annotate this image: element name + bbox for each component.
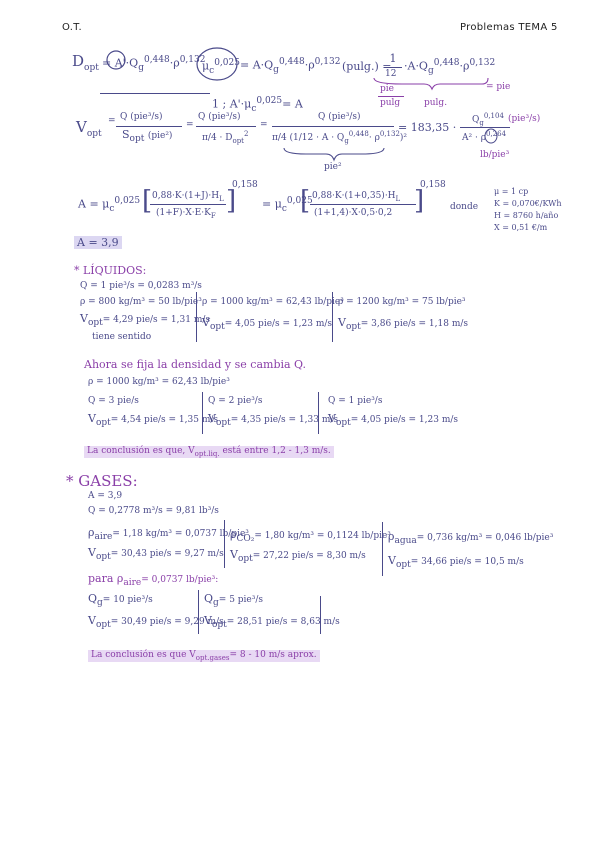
- vopt-brace-label: pie²: [324, 162, 342, 172]
- liq-col2-rho: ρ = 1000 kg/m³ = 62,43 lb/pie³: [202, 297, 344, 307]
- unit-pie: pie: [380, 84, 394, 94]
- liq-col1-v: Vopt= 4,29 pie/s = 1,31 m/s: [80, 312, 211, 329]
- a-vars: μ = 1 cp K = 0,070€/KWh H = 8760 h/año X…: [494, 186, 562, 234]
- dopt-eq-a: = A·Qg0,448·ρ0,132: [240, 57, 341, 75]
- vopt-eq2: =: [186, 120, 194, 130]
- dopt-frac-den: 12: [385, 69, 397, 79]
- liq-v3: Vopt= 4,05 pie/s = 1,23 m/s: [328, 412, 459, 429]
- bracket-open-2: [: [300, 186, 311, 216]
- a-br2-num: 0,88·K·(1+0,35)·HL: [312, 191, 401, 203]
- liquidos-title: * LÍQUIDOS:: [74, 264, 147, 277]
- gas-vg1: Vopt= 30,49 pie/s = 9,29 m/s: [88, 614, 224, 631]
- dopt-body: = A'·Qg0,448·ρ0,132: [102, 55, 206, 73]
- liquidos-q: Q = 1 pie³/s = 0,0283 m³/s: [80, 281, 202, 291]
- a-eq: = μc0,025: [262, 196, 313, 214]
- vopt-result: = 183,35 ·: [398, 121, 457, 134]
- bracket-close-1: ]: [226, 186, 237, 216]
- unit-pulg2: pulg.: [424, 98, 448, 108]
- liq-v2: Vopt= 4,35 pie/s = 1,33 m/s: [208, 412, 339, 429]
- gas-qg2: Qg= 5 pie³/s: [204, 592, 264, 609]
- dopt-subnote: 1 ; A'·μc0,025= A: [212, 96, 303, 114]
- a-value: A = 3,9: [74, 236, 122, 249]
- brace-pie2: [283, 147, 385, 162]
- dopt-frac-num: 1: [389, 52, 397, 65]
- vopt-f2-den: π/4 · Dopt2: [202, 130, 249, 145]
- liq-conclusion: La conclusión es que, Vopt.liq. está ent…: [84, 446, 334, 458]
- unit-pulg: pulg: [380, 98, 401, 108]
- gas-co2-v: Vopt= 27,22 pie/s = 8,30 m/s: [230, 548, 366, 565]
- vopt-rho-unit: lb/pie³: [480, 150, 510, 160]
- a-br1-exp: 0,158: [232, 180, 258, 190]
- liq-q1: Q = 3 pie/s: [88, 396, 139, 406]
- liq-v1: Vopt= 4,54 pie/s = 1,35 m/s: [88, 412, 219, 429]
- dopt-tail: ·A·Qg0,448·ρ0,132: [404, 58, 496, 76]
- vopt-f1-den: Sopt (pie²): [122, 128, 173, 145]
- liq-col2-v: Vopt= 4,05 pie/s = 1,23 m/s: [202, 316, 333, 333]
- unit-eq-pie: = pie: [486, 82, 511, 92]
- gas-qg1: Qg= 10 pie³/s: [88, 592, 153, 609]
- vopt-r-unit: (pie³/s): [508, 114, 541, 124]
- bracket-close-2: ]: [414, 186, 425, 216]
- circle-aprime: [106, 50, 126, 70]
- a-br1-num: 0,88·K·(1+J)·HL: [152, 191, 224, 203]
- gases-title: * GASES:: [66, 472, 138, 490]
- liq-col3-v: Vopt= 3,86 pie/s = 1,18 m/s: [338, 316, 469, 333]
- circle-rho: [484, 128, 498, 144]
- gas-agua-v: Vopt= 34,66 pie/s = 10,5 m/s: [388, 554, 524, 571]
- vopt-f1-num: Q (pie³/s): [120, 112, 163, 122]
- gas-aire-v: Vopt= 30,43 pie/s = 9,27 m/s: [88, 546, 224, 563]
- dopt-lhs: Dopt: [72, 52, 99, 73]
- a-donde: donde: [450, 202, 479, 212]
- a-br1-den: (1+F)·X·E·KF: [156, 208, 216, 220]
- vopt-f2-num: Q (pie³/s): [198, 112, 241, 122]
- liq-col1-note: tiene sentido: [92, 332, 152, 342]
- liq-ahora: Ahora se fija la densidad y se cambia Q.: [84, 358, 307, 371]
- liq-col1-rho: ρ = 800 kg/m³ = 50 lb/pie³: [80, 297, 202, 307]
- gas-agua-rho: ρagua= 0,736 kg/m³ = 0,046 lb/pie³: [388, 530, 554, 547]
- vopt-f3-den: π/4 (1/12 · A · Qg0,448· ρ0,132)²: [272, 130, 408, 145]
- liq-col3-rho: ρ = 1200 kg/m³ = 75 lb/pie³: [338, 297, 466, 307]
- header-left: O.T.: [62, 22, 82, 33]
- brace-units: [373, 77, 489, 91]
- liq-q2: Q = 2 pie³/s: [208, 396, 263, 406]
- circle-mu: [196, 47, 238, 81]
- gas-conclusion: La conclusión es que Vopt.gases= 8 - 10 …: [88, 650, 320, 662]
- liq-q3: Q = 1 pie³/s: [328, 396, 383, 406]
- vopt-r-num: Qg0,104: [472, 112, 504, 127]
- var-x: X = 0,51 €/m: [494, 223, 548, 232]
- vopt-f3-num: Q (pie³/s): [318, 112, 361, 122]
- a-br2-den: (1+1,4)·X·0,5·0,2: [314, 208, 393, 218]
- dopt-mu: μc0,025: [202, 58, 240, 76]
- vopt-eq3: =: [260, 120, 268, 130]
- var-h: H = 8760 h/año: [494, 211, 559, 220]
- a-br2-exp: 0,158: [420, 180, 446, 190]
- var-mu: μ = 1 cp: [494, 187, 529, 196]
- gas-co2-rho: ρCO₂= 1,80 kg/m³ = 0,1124 lb/pie³: [230, 528, 391, 545]
- vopt-lhs: Vopt: [76, 118, 102, 139]
- dopt-pulg: (pulg.) =: [342, 60, 392, 73]
- gases-q: Q = 0,2778 m³/s = 9,81 lb³/s: [88, 506, 219, 516]
- bracket-open-1: [: [142, 186, 153, 216]
- header-right: Problemas TEMA 5: [460, 22, 558, 33]
- gas-para: para ρaire= 0,0737 lb/pie³:: [88, 572, 219, 589]
- var-k: K = 0,070€/KWh: [494, 199, 562, 208]
- gas-aire-rho: ρaire= 1,18 kg/m³ = 0,0737 lb/pie³: [88, 526, 249, 543]
- liq-rho-fixed: ρ = 1000 kg/m³ = 62,43 lb/pie³: [88, 377, 230, 387]
- vopt-eq-sign: =: [108, 116, 116, 126]
- gas-vg2: Vopt= 28,51 pie/s = 8,63 m/s: [204, 614, 340, 631]
- gases-a: A = 3,9: [88, 491, 123, 501]
- vopt-r-den: A² · ρ0,264: [462, 130, 507, 143]
- a-lhs: A = μc0,025: [78, 196, 141, 214]
